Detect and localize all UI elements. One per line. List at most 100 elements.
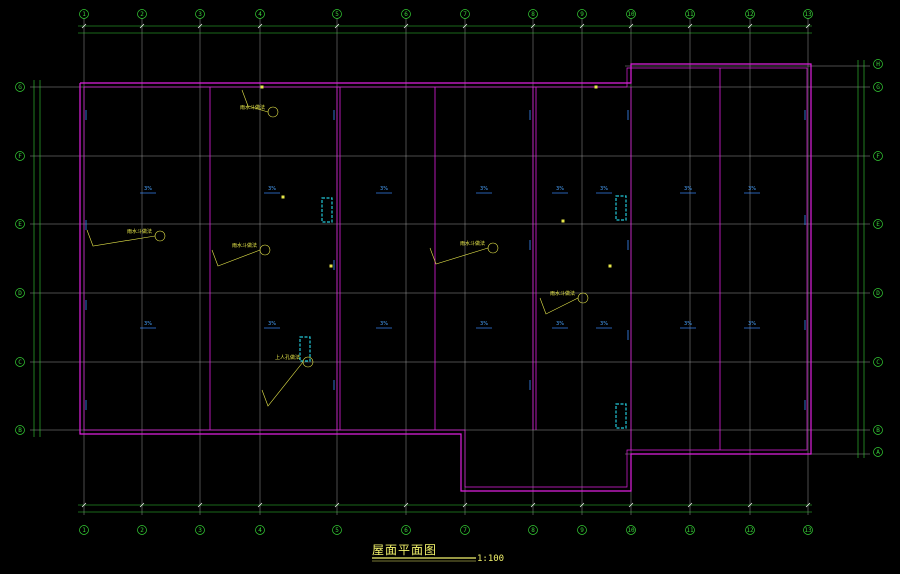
axis-bottom-12-label: 12 bbox=[746, 527, 754, 534]
axis-bottom-3-circle bbox=[195, 525, 205, 535]
drawing-title: 屋面平面图 bbox=[372, 543, 438, 557]
axis-bottom-10-circle bbox=[626, 525, 636, 535]
roof-hatch-0 bbox=[321, 197, 333, 223]
axis-right-B-circle bbox=[873, 425, 883, 435]
axis-bottom-5-circle bbox=[332, 525, 342, 535]
roof-hatch-3 bbox=[615, 403, 627, 429]
axis-left-B-circle bbox=[15, 425, 25, 435]
roof-outline bbox=[79, 63, 812, 492]
slope-text-8: 3% bbox=[144, 321, 152, 327]
axis-bottom-9-circle bbox=[577, 525, 587, 535]
axis-right-G-label: G bbox=[876, 84, 880, 91]
axis-right-B-label: B bbox=[876, 427, 880, 434]
axis-top-9-circle bbox=[577, 9, 587, 19]
slope-text-11: 3% bbox=[480, 321, 488, 327]
axis-bottom-1-circle bbox=[79, 525, 89, 535]
axis-top-11-label: 11 bbox=[686, 11, 694, 18]
axis-top-7-circle bbox=[460, 9, 470, 19]
dim-tick-bot-2 bbox=[197, 502, 203, 508]
slope-text-3: 3% bbox=[480, 186, 488, 192]
axis-right-D-label: D bbox=[876, 290, 880, 297]
axis-left-C-label: C bbox=[18, 359, 22, 366]
slope-text-13: 3% bbox=[600, 321, 608, 327]
dim-tick-bot-3 bbox=[257, 502, 263, 508]
axis-left-B-label: B bbox=[18, 427, 22, 434]
dim-tick-top-7 bbox=[530, 23, 536, 29]
axis-right-E-circle bbox=[873, 219, 883, 229]
axis-bottom-4-circle bbox=[255, 525, 265, 535]
drain-and-hatch-details: 雨水斗做法雨水斗做法雨水斗做法雨水斗做法雨水斗做法上人孔做法 bbox=[86, 85, 627, 429]
drain-callout-5-bubble bbox=[577, 292, 589, 304]
roof-outer-outline bbox=[79, 63, 812, 492]
axis-top-2-circle bbox=[137, 9, 147, 19]
axis-bottom-11-circle bbox=[685, 525, 695, 535]
axis-bottom-4-label: 4 bbox=[258, 527, 262, 534]
axis-bottom-3-label: 3 bbox=[198, 527, 202, 534]
axis-top-7-label: 7 bbox=[463, 11, 467, 18]
drain-callout-1-bubble bbox=[267, 106, 279, 118]
axis-top-12-label: 12 bbox=[746, 11, 754, 18]
slope-text-4: 3% bbox=[556, 186, 564, 192]
drain-callout-3-leader bbox=[211, 249, 261, 267]
axis-bottom-8-circle bbox=[528, 525, 538, 535]
axis-left-C-circle bbox=[15, 357, 25, 367]
axis-bottom-12-circle bbox=[745, 525, 755, 535]
title-underline bbox=[372, 557, 476, 562]
axis-top-6-circle bbox=[401, 9, 411, 19]
axis-top-5-label: 5 bbox=[335, 11, 339, 18]
slope-text-15: 3% bbox=[748, 321, 756, 327]
dim-tick-bot-6 bbox=[462, 502, 468, 508]
axis-bottom-8-label: 8 bbox=[531, 527, 535, 534]
axis-right-C-label: C bbox=[876, 359, 880, 366]
axis-left-F-circle bbox=[15, 151, 25, 161]
axis-top-10-label: 10 bbox=[627, 11, 635, 18]
axis-left-E-circle bbox=[15, 219, 25, 229]
dim-tick-bot-11 bbox=[747, 502, 753, 508]
drain-point-2 bbox=[561, 219, 565, 223]
drain-callout-2-bubble bbox=[154, 230, 166, 242]
slope-text-9: 3% bbox=[268, 321, 276, 327]
slope-text-7: 3% bbox=[748, 186, 756, 192]
axis-right-H-label: H bbox=[876, 61, 880, 68]
grid-lines bbox=[30, 18, 870, 515]
drawing-scale: 1:100 bbox=[477, 554, 505, 564]
axis-right-C-circle bbox=[873, 357, 883, 367]
axis-left-G-circle bbox=[15, 82, 25, 92]
axis-right-G-circle bbox=[873, 82, 883, 92]
drain-point-4 bbox=[329, 264, 333, 268]
axis-bottom-10-label: 10 bbox=[627, 527, 635, 534]
axis-bubbles: 1122334455667788991010111112121313GFEDCB… bbox=[15, 9, 883, 535]
axis-top-13-label: 13 bbox=[804, 11, 812, 18]
roof-hatch-1 bbox=[615, 195, 627, 221]
axis-bottom-11-label: 11 bbox=[686, 527, 694, 534]
axis-left-E-label: E bbox=[18, 221, 22, 228]
slope-text-14: 3% bbox=[684, 321, 692, 327]
dim-tick-top-1 bbox=[139, 23, 145, 29]
axis-right-A-label: A bbox=[876, 449, 880, 456]
dim-tick-top-4 bbox=[334, 23, 340, 29]
axis-left-G-label: G bbox=[18, 84, 22, 91]
axis-right-F-circle bbox=[873, 151, 883, 161]
slope-text-12: 3% bbox=[556, 321, 564, 327]
hatch-callout-leader bbox=[261, 361, 304, 407]
drain-point-1 bbox=[281, 195, 285, 199]
axis-bottom-7-label: 7 bbox=[463, 527, 467, 534]
axis-bottom-7-circle bbox=[460, 525, 470, 535]
drain-callout-5-text: 雨水斗做法 bbox=[550, 290, 575, 297]
dim-tick-bot-5 bbox=[403, 502, 409, 508]
axis-top-10-circle bbox=[626, 9, 636, 19]
dim-tick-bot-10 bbox=[687, 502, 693, 508]
axis-right-F-label: F bbox=[876, 153, 880, 160]
axis-right-H-circle bbox=[873, 59, 883, 69]
drain-point-5 bbox=[608, 264, 612, 268]
axis-top-3-label: 3 bbox=[198, 11, 202, 18]
axis-bottom-6-circle bbox=[401, 525, 411, 535]
drain-callout-4-leader bbox=[429, 247, 489, 265]
axis-top-1-label: 1 bbox=[82, 11, 86, 18]
dim-tick-top-10 bbox=[687, 23, 693, 29]
dim-tick-top-12 bbox=[805, 23, 811, 29]
slope-text-10: 3% bbox=[380, 321, 388, 327]
axis-top-1-circle bbox=[79, 9, 89, 19]
axis-bottom-1-label: 1 bbox=[82, 527, 86, 534]
